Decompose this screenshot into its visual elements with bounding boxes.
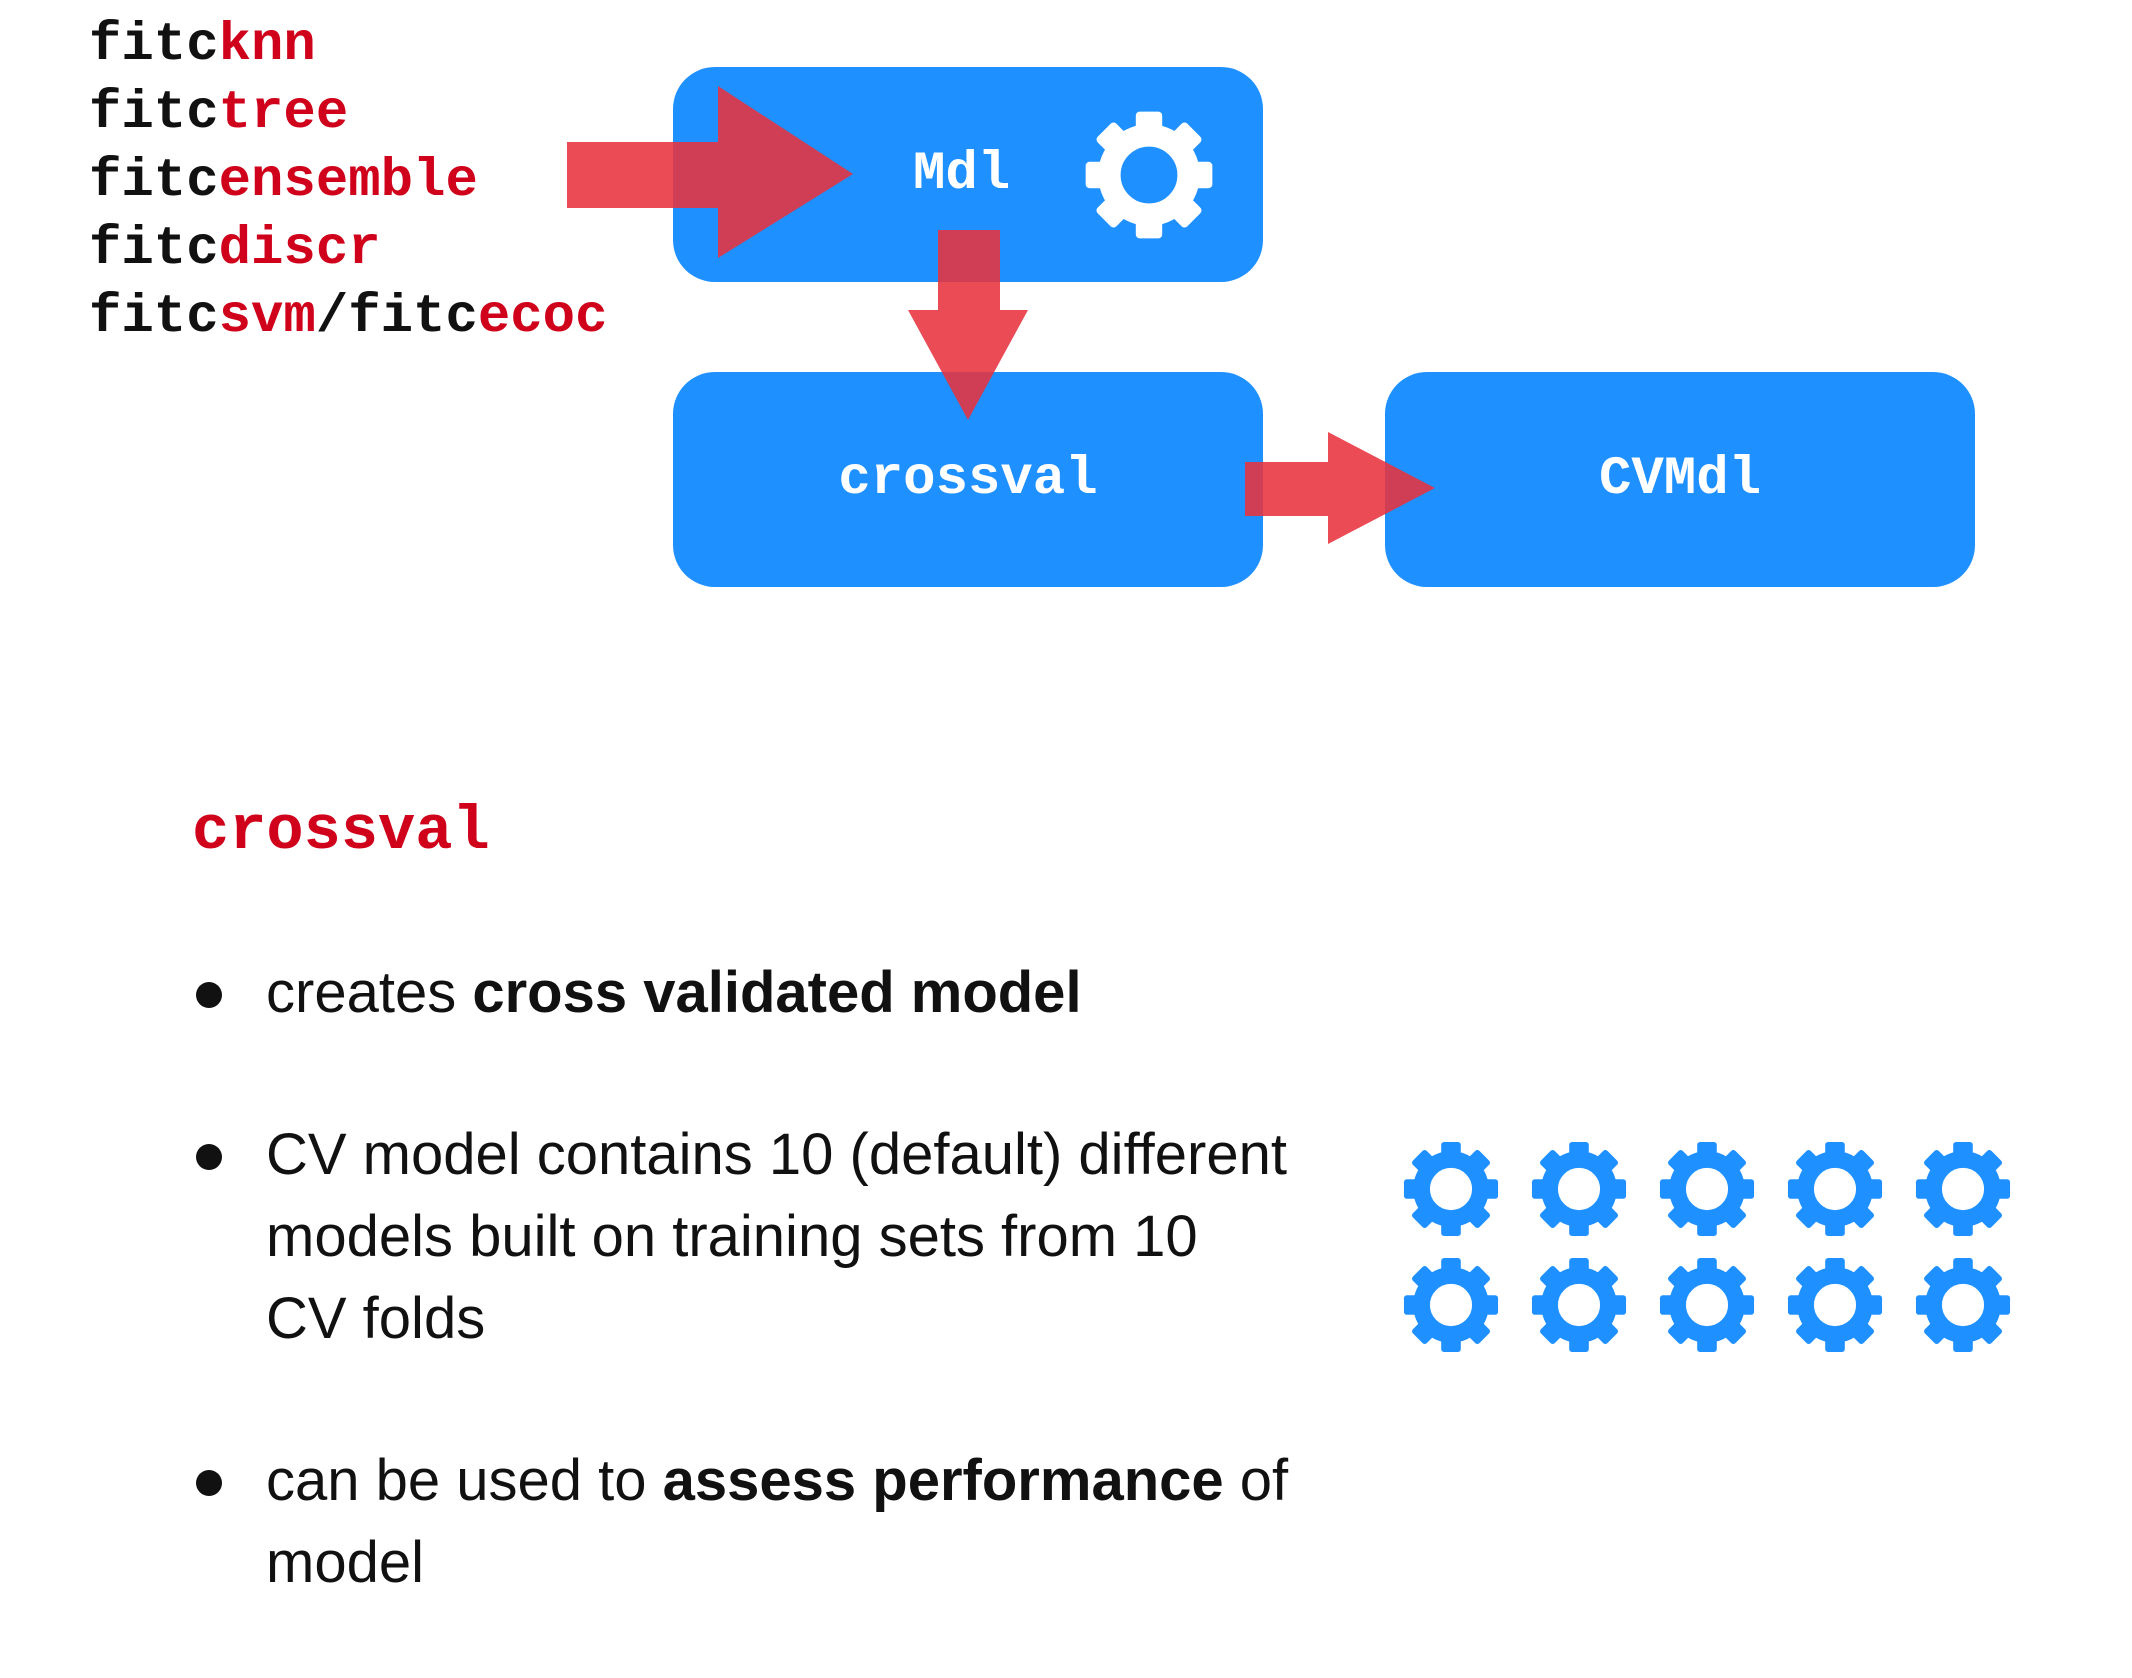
bullet-list: creates cross validated model CV model c…: [192, 952, 1292, 1604]
cvmdl-label: CVMdl: [1598, 449, 1762, 510]
gear-icon: [1915, 1257, 2011, 1353]
function-item: fitcdiscr: [89, 219, 381, 280]
gear-icon: [1403, 1141, 1499, 1237]
gear-icon: [1787, 1257, 1883, 1353]
function-item: fitcsvm/fitcecoc: [89, 287, 608, 348]
mdl-box: Mdl: [673, 67, 1263, 282]
gear-icon: [1659, 1257, 1755, 1353]
gear-grid: [1402, 1140, 2012, 1354]
gear-icon: [1531, 1141, 1627, 1237]
list-item: can be used to assess performance of mod…: [192, 1440, 1292, 1604]
bullet-icon: [196, 982, 222, 1008]
list-item: CV model contains 10 (default) different…: [192, 1114, 1292, 1360]
function-item: fitctree: [89, 83, 349, 144]
function-list: fitcknn fitctree fitcensemble fitcdiscr …: [89, 12, 608, 352]
gear-icon: [1085, 111, 1213, 239]
crossval-label: crossval: [838, 449, 1098, 510]
crossval-box: crossval: [673, 372, 1263, 587]
cvmdl-box: CVMdl: [1385, 372, 1975, 587]
gear-icon: [1787, 1141, 1883, 1237]
bullet-icon: [196, 1470, 222, 1496]
list-item: creates cross validated model: [192, 952, 1292, 1034]
function-item: fitcknn: [89, 15, 316, 76]
gear-icon: [1915, 1141, 2011, 1237]
mdl-label: Mdl: [913, 144, 1011, 205]
gear-icon: [1403, 1257, 1499, 1353]
gear-icon: [1659, 1141, 1755, 1237]
bullet-icon: [196, 1144, 222, 1170]
function-item: fitcensemble: [89, 151, 478, 212]
section-title: crossval: [192, 796, 490, 867]
gear-icon: [1531, 1257, 1627, 1353]
